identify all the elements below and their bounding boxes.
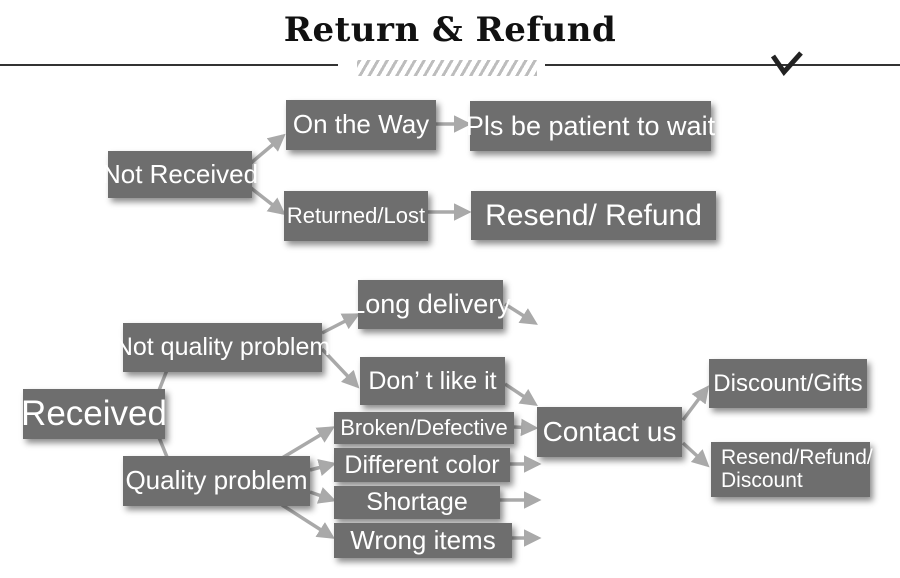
node-not-quality-problem: Not quality problem bbox=[115, 323, 330, 372]
node-pls-be-patient: Pls be patient to wait bbox=[466, 101, 715, 151]
node-resend-refund: Resend/ Refund bbox=[471, 191, 716, 240]
node-different-color: Different color bbox=[334, 448, 510, 482]
arrow-not-received-on-the-way bbox=[249, 133, 286, 165]
node-quality-problem: Quality problem bbox=[123, 456, 310, 506]
arrow-quality-wrong-items bbox=[281, 503, 335, 539]
arrow-dont-like-contact bbox=[504, 382, 538, 406]
arrow-quality-different-color bbox=[309, 459, 337, 477]
node-on-the-way: On the Way bbox=[286, 100, 436, 150]
node-resend-refund-discount: Resend/Refund/ Discount bbox=[711, 442, 873, 497]
arrow-quality-shortage bbox=[309, 487, 337, 504]
node-wrong-items: Wrong items bbox=[334, 523, 512, 558]
arrow-not-received-returned-lost bbox=[249, 186, 286, 216]
connectors bbox=[156, 115, 710, 547]
arrow-not-quality-long-delivery bbox=[321, 313, 361, 335]
arrow-contact-resend-refund bbox=[681, 441, 710, 468]
page-title: Return & Refund bbox=[283, 10, 617, 50]
node-discount-gifts: Discount/Gifts bbox=[709, 359, 867, 408]
node-dont-like-it: Don’ t like it bbox=[360, 357, 505, 405]
title-rule-left bbox=[0, 64, 338, 66]
node-shortage: Shortage bbox=[334, 486, 500, 519]
node-long-delivery: Long delivery bbox=[350, 280, 511, 329]
node-contact-us: Contact us bbox=[537, 407, 682, 457]
check-mark-icon bbox=[770, 51, 803, 76]
node-not-received: Not Received bbox=[102, 151, 258, 198]
arrow-not-quality-dont-like bbox=[320, 347, 360, 389]
title-hatch bbox=[357, 60, 537, 76]
node-returned-lost: Returned/Lost bbox=[284, 191, 428, 241]
title-rule-right bbox=[545, 64, 900, 66]
arrow-long-delivery-out bbox=[504, 302, 538, 325]
node-received: Received bbox=[21, 389, 167, 439]
arrow-broken-contact bbox=[513, 418, 539, 437]
arrow-contact-discount bbox=[681, 385, 710, 422]
node-broken-defective: Broken/Defective bbox=[334, 412, 514, 444]
arrow-quality-broken bbox=[281, 426, 336, 460]
